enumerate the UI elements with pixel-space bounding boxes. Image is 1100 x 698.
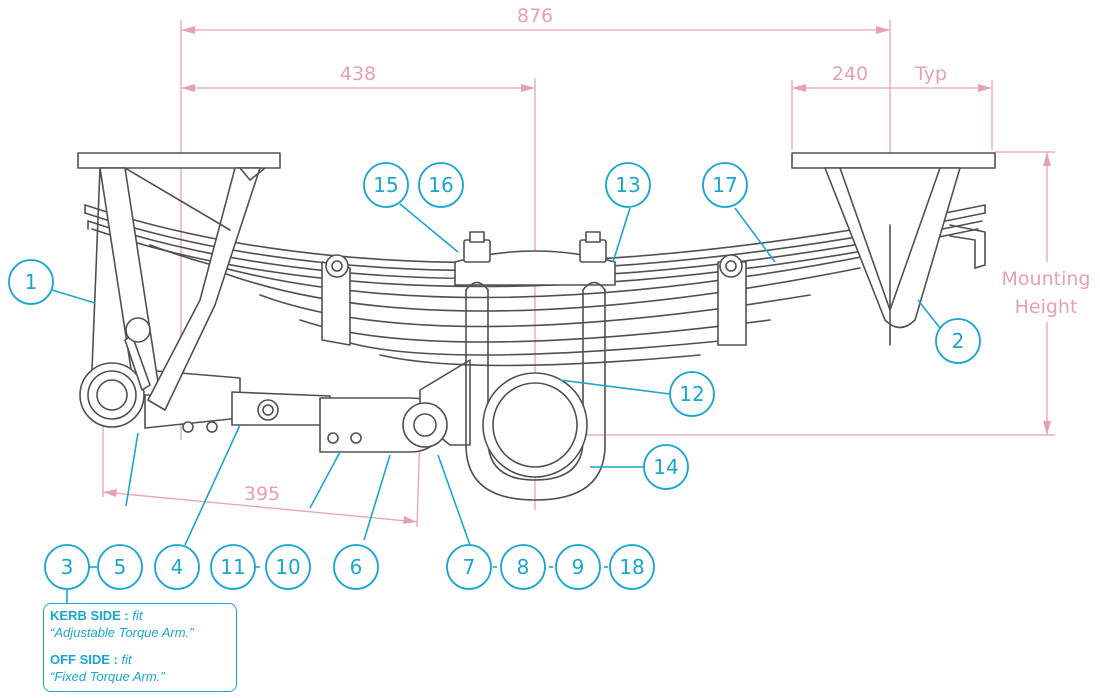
off-side-label: OFF SIDE : bbox=[50, 652, 118, 667]
svg-text:5: 5 bbox=[114, 555, 127, 579]
dim-mounting-height-2: Height bbox=[1015, 296, 1078, 318]
callout-15: 15 bbox=[363, 162, 409, 208]
callout-6: 6 bbox=[333, 544, 379, 590]
svg-text:6: 6 bbox=[350, 555, 363, 579]
callout-11: 11 bbox=[210, 544, 256, 590]
kerb-side-text: “Adjustable Torque Arm.” bbox=[50, 625, 194, 640]
callout-3: 3 bbox=[44, 544, 90, 590]
svg-text:3: 3 bbox=[61, 555, 74, 579]
svg-text:9: 9 bbox=[572, 555, 585, 579]
svg-text:17: 17 bbox=[712, 173, 737, 197]
off-side-row: OFF SIDE : fit bbox=[50, 651, 230, 668]
off-side-fit: fit bbox=[121, 652, 132, 667]
callout-leaders bbox=[51, 203, 941, 603]
callout-13: 13 bbox=[605, 162, 651, 208]
dim-overall-width: 876 bbox=[517, 5, 553, 27]
callout-14: 14 bbox=[643, 444, 689, 490]
suspension-linework bbox=[77, 152, 996, 501]
svg-text:2: 2 bbox=[952, 329, 965, 353]
svg-text:15: 15 bbox=[373, 173, 398, 197]
dim-hanger-typ: Typ bbox=[914, 63, 947, 85]
kerb-side-fit: fit bbox=[132, 608, 143, 623]
svg-text:18: 18 bbox=[619, 555, 644, 579]
callout-18: 18 bbox=[609, 544, 655, 590]
svg-text:12: 12 bbox=[679, 382, 704, 406]
svg-text:13: 13 bbox=[615, 173, 640, 197]
callout-16: 16 bbox=[418, 162, 464, 208]
callout-2: 2 bbox=[935, 318, 981, 364]
callout-17: 17 bbox=[702, 162, 748, 208]
kerb-side-label: KERB SIDE : bbox=[50, 608, 129, 623]
dimension-lines bbox=[102, 20, 1055, 528]
svg-text:11: 11 bbox=[220, 555, 245, 579]
torque-arm-note: KERB SIDE : fit “Adjustable Torque Arm.”… bbox=[43, 603, 237, 692]
callout-7: 7 bbox=[446, 544, 492, 590]
dim-hanger-width: 240 bbox=[832, 63, 868, 85]
svg-text:7: 7 bbox=[463, 555, 476, 579]
dim-eye-to-pivot: 395 bbox=[244, 483, 280, 505]
callout-10: 10 bbox=[265, 544, 311, 590]
svg-text:8: 8 bbox=[517, 555, 530, 579]
front-hanger-plate bbox=[77, 152, 281, 169]
rear-hanger-plate bbox=[791, 152, 996, 169]
callout-8: 8 bbox=[500, 544, 546, 590]
svg-text:1: 1 bbox=[25, 270, 38, 294]
torque-arm-adjuster bbox=[231, 391, 331, 426]
callout-12: 12 bbox=[669, 371, 715, 417]
svg-text:4: 4 bbox=[171, 555, 184, 579]
u-bolt bbox=[465, 289, 606, 501]
dim-mounting-height-1: Mounting bbox=[1002, 268, 1091, 290]
callout-1: 1 bbox=[8, 259, 54, 305]
off-side-text: “Fixed Torque Arm.” bbox=[50, 669, 165, 684]
callout-5: 5 bbox=[97, 544, 143, 590]
callout-4: 4 bbox=[154, 544, 200, 590]
svg-text:10: 10 bbox=[275, 555, 300, 579]
svg-text:16: 16 bbox=[428, 173, 453, 197]
kerb-side-row: KERB SIDE : fit bbox=[50, 607, 230, 624]
dim-half-width: 438 bbox=[340, 63, 376, 85]
callout-9: 9 bbox=[555, 544, 601, 590]
svg-text:14: 14 bbox=[653, 455, 678, 479]
